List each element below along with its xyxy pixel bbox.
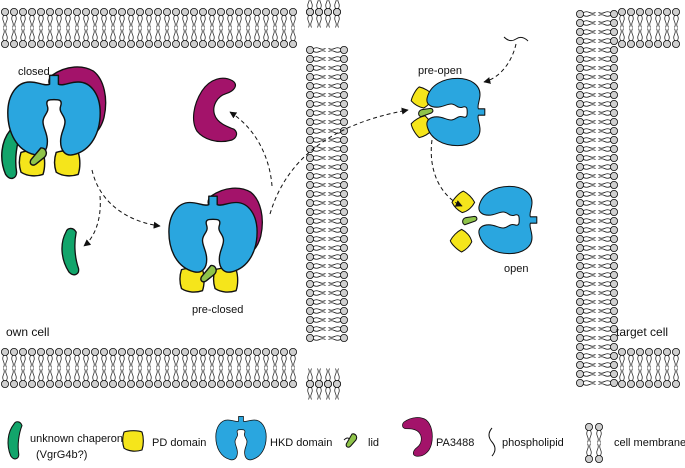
legend-chaperone-icon bbox=[7, 421, 23, 460]
legend-hkd-icon bbox=[215, 416, 267, 461]
arrow-pa3488-release bbox=[229, 111, 273, 187]
legend-pd-icon bbox=[122, 430, 144, 452]
legend-phospholipid-icon bbox=[488, 427, 496, 457]
legend: unknown chaperone (VgrG4b?) PD domain HK… bbox=[7, 416, 685, 464]
legend-membrane-label: cell membrane bbox=[614, 437, 685, 449]
label-own-cell: own cell bbox=[6, 325, 49, 339]
pa3488-released-icon bbox=[185, 70, 255, 149]
chaperone-released-icon bbox=[57, 226, 85, 277]
legend-pa3488-label: PA3488 bbox=[436, 437, 474, 449]
label-target-cell: target cell bbox=[616, 325, 668, 339]
open-complex: open bbox=[448, 185, 538, 275]
lid-icon bbox=[461, 213, 479, 226]
pre-open-complex: pre-open bbox=[409, 65, 486, 147]
legend-phospholipid-label: phospholipid bbox=[502, 437, 564, 449]
legend-chaperone-sub: (VgrG4b?) bbox=[36, 449, 87, 461]
arrow-to-preopen bbox=[269, 107, 409, 215]
legend-pd-label: PD domain bbox=[152, 437, 206, 449]
pathway-arrows bbox=[83, 43, 517, 247]
closed-complex: closed bbox=[1, 66, 107, 180]
label-closed: closed bbox=[18, 66, 50, 78]
legend-lid-label: lid bbox=[368, 437, 379, 449]
legend-lid-icon bbox=[344, 432, 359, 450]
arrow-preopen-to-open bbox=[430, 139, 463, 207]
arrow-lipid-binding bbox=[483, 43, 517, 84]
arrow-closed-to-preclosed bbox=[91, 169, 161, 229]
pre-closed-complex: pre-closed bbox=[168, 187, 263, 316]
hkd-shape-icon bbox=[168, 195, 258, 273]
lid-icon bbox=[417, 105, 435, 118]
arrow-chaperone-release bbox=[83, 195, 101, 247]
pd-wing-icon bbox=[449, 188, 477, 216]
label-open: open bbox=[504, 263, 528, 275]
hkd-shape-icon bbox=[478, 185, 538, 255]
hkd-shape-icon bbox=[7, 74, 101, 156]
hkd-shape-icon bbox=[426, 77, 486, 147]
legend-pa3488-icon bbox=[402, 417, 433, 457]
free-phospholipid-icon bbox=[503, 36, 529, 42]
legend-hkd-label: HKD domain bbox=[270, 437, 332, 449]
cell-membranes bbox=[1, 0, 680, 400]
label-pre-closed: pre-closed bbox=[192, 304, 243, 316]
pd-wing-icon bbox=[448, 227, 476, 255]
label-pre-open: pre-open bbox=[418, 65, 462, 77]
legend-membrane-icon bbox=[585, 422, 603, 464]
legend-chaperone-label: unknown chaperone bbox=[30, 433, 129, 445]
